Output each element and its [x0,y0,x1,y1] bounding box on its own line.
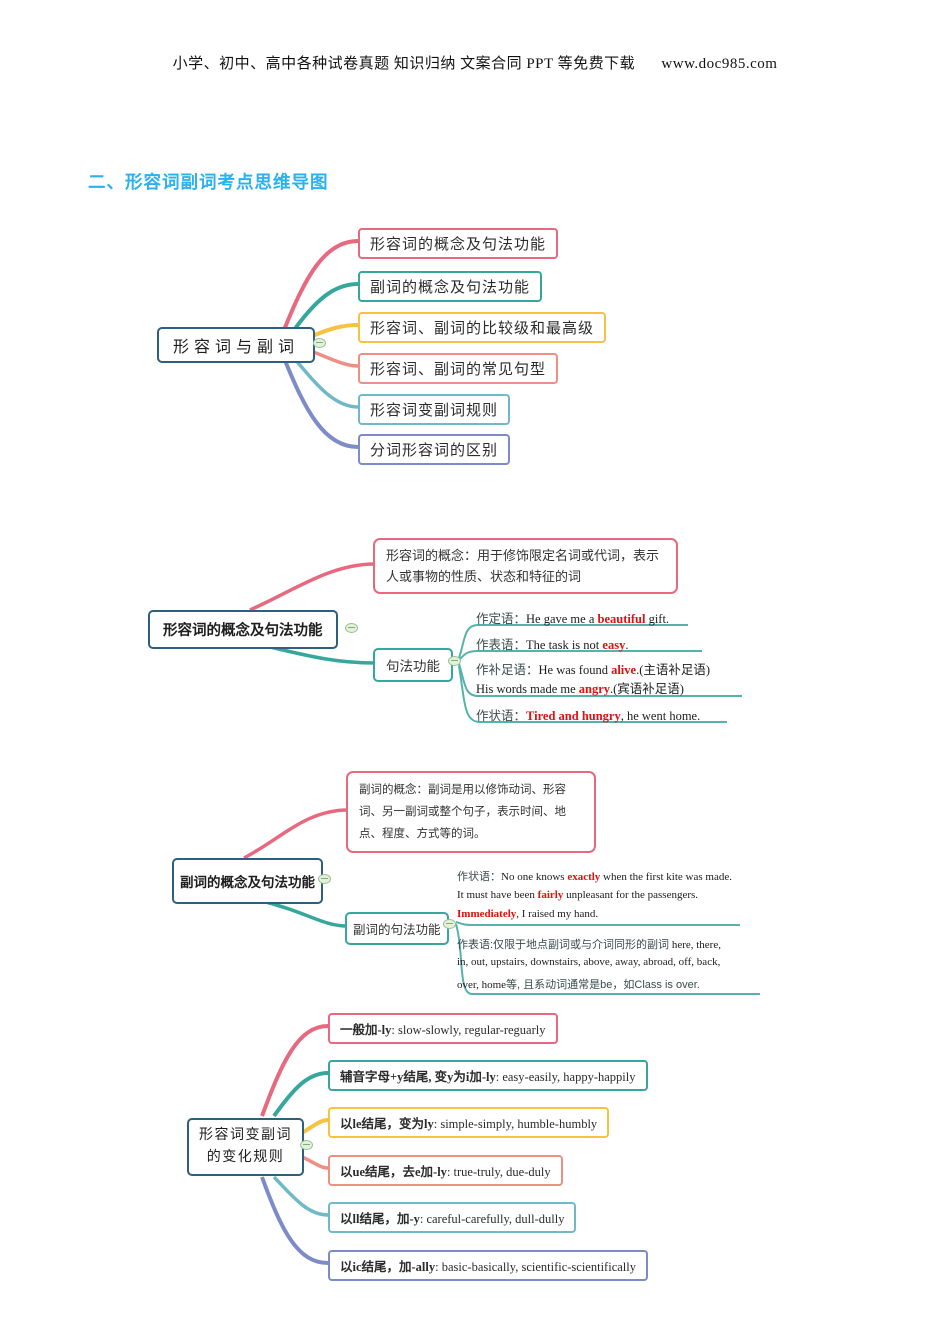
map3-adverbial-line-2: It must have been fairly unpleasant for … [457,889,699,901]
map3-predicative-line-2: in, out, upstairs, downstairs, above, aw… [457,956,721,968]
page-header: 小学、初中、高中各种试卷真题 知识归纳 文案合同 PPT 等免费下载 www.d… [0,52,950,73]
collapse-badge-icon [318,874,331,884]
collapse-badge-icon [443,919,456,929]
map4-root-line2: 的变化规则 [206,1150,285,1165]
map2-item-complement-2: His words made me angry.(宾语补足语) [476,682,684,696]
map3-root-node: 副词的概念及句法功能 [172,858,323,904]
map3-adverbial-line-1: 作状语：No one knows exactly when the first … [457,871,732,883]
header-url-link[interactable]: www.doc985.com [661,56,778,72]
map3-predicative-line-1: 作表语:仅限于地点副词或与介词同形的副词 here, there, [457,939,721,951]
map1-branch-adv-concept: 副词的概念及句法功能 [358,271,543,302]
map3-concept-node: 副词的概念：副词是用以修饰动词、形容词、另一副词或整个句子，表示时间、地点、程度… [346,771,596,853]
header-text: 小学、初中、高中各种试卷真题 知识归纳 文案合同 PPT 等免费下载 [172,56,636,72]
map2-item-attributive: 作定语：He gave me a beautiful gift. [476,612,670,626]
map2-item-predicative: 作表语：The task is not easy. [476,638,629,652]
map4-rule-le-ending: 以le结尾，变为ly: simple-simply, humble-humbly [328,1107,610,1138]
map4-rule-ll-ending: 以ll结尾，加-y: careful-carefully, dull-dully [328,1202,577,1233]
collapse-badge-icon [448,656,461,666]
map1-branch-adj-to-adv-rules: 形容词变副词规则 [358,394,511,425]
map4-rule-general-ly: 一般加-ly: slow-slowly, regular-reguarly [328,1013,558,1044]
map2-item-adverbial: 作状语：Tired and hungry, he went home. [476,709,701,723]
map4-rule-ic-ending: 以ic结尾，加-ally: basic-basically, scientifi… [328,1250,648,1281]
map1-branch-comparative: 形容词、副词的比较级和最高级 [358,312,607,343]
map2-syntax-function-node: 句法功能 [373,648,453,682]
collapse-badge-icon [313,338,326,348]
map3-syntax-function-node: 副词的句法功能 [345,912,449,945]
map4-root-node: 形容词变副词的变化规则 [187,1118,304,1176]
collapse-badge-icon [300,1140,313,1150]
section-title: 二、形容词副词考点思维导图 [88,172,329,192]
map3-adverbial-line-3: Immediately, I raised my hand. [457,908,599,920]
map4-root-line1: 形容词变副词 [199,1128,292,1143]
map2-item-complement-1: 作补足语：He was found alive.(主语补足语) [476,663,711,677]
map1-root-node: 形容词与副词 [157,327,316,363]
map2-concept-node: 形容词的概念：用于修饰限定名词或代词，表示人或事物的性质、状态和特征的词 [373,538,678,594]
collapse-badge-icon [345,623,358,633]
map1-branch-adj-concept: 形容词的概念及句法功能 [358,228,559,259]
map2-root-node: 形容词的概念及句法功能 [148,610,338,649]
map1-branch-participle-adj: 分词形容词的区别 [358,434,511,465]
map4-rule-ue-ending: 以ue结尾，去e加-ly: true-truly, due-duly [328,1155,563,1186]
map1-branch-sentence-patterns: 形容词、副词的常见句型 [358,353,559,384]
map3-predicative-line-3: over, home等, 且系动词通常是be，如Class is over. [457,979,700,991]
map4-rule-consonant-y: 辅音字母+y结尾, 变y为i加-ly: easy-easily, happy-h… [328,1060,648,1091]
